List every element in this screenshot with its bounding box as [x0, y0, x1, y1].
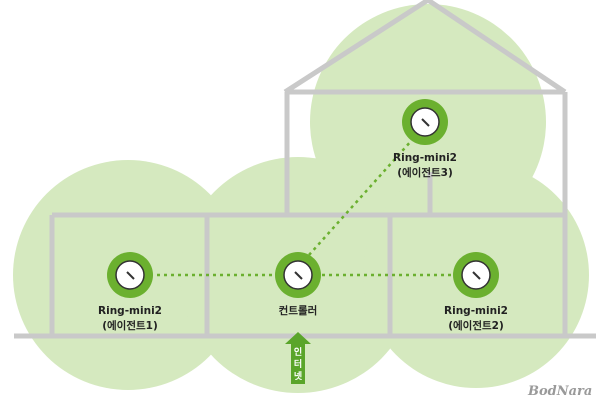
internet-char-3: 넷 — [294, 370, 303, 382]
link-controller-agent3 — [308, 139, 413, 256]
mesh-links — [150, 139, 454, 277]
internet-char-2: 터 — [294, 358, 302, 370]
internet-char-1: 인 — [294, 347, 302, 358]
device-agent3 — [402, 99, 448, 145]
agent1-label-line2: (에이전트1) — [102, 319, 158, 332]
device-agent1 — [107, 252, 153, 298]
device-indicator — [472, 271, 481, 280]
agent1-label-line1: Ring-mini2 — [98, 305, 162, 317]
internet-arrow-shape — [285, 332, 311, 384]
device-agent2 — [453, 252, 499, 298]
house-roof — [283, 0, 567, 95]
internet-arrow: 인 터 넷 — [285, 332, 311, 384]
device-indicator — [421, 118, 430, 127]
agent2-label-line2: (에이전트2) — [448, 319, 504, 332]
bodnara-watermark: BodNara — [527, 384, 592, 399]
device-indicator — [126, 271, 135, 280]
agent3-label-line2: (에이전트3) — [397, 166, 453, 179]
device-indicator — [294, 271, 303, 280]
agent3-label-line1: Ring-mini2 — [393, 152, 457, 164]
agent2-label-line1: Ring-mini2 — [444, 305, 508, 317]
device-controller — [275, 252, 321, 298]
controller-label: 컨트롤러 — [279, 304, 318, 317]
